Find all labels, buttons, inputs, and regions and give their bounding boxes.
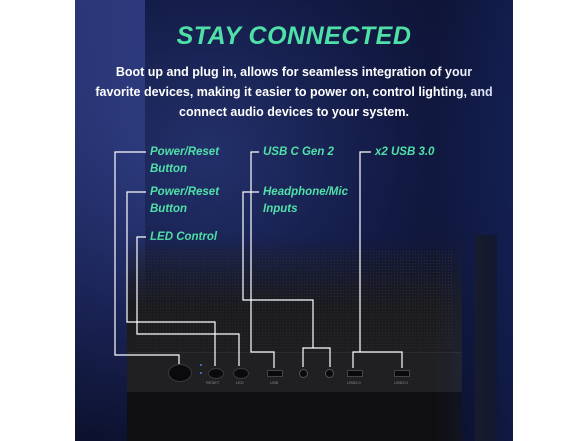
callout-line-power: [114, 151, 180, 364]
product-banner: STAY CONNECTED Boot up and plug in, allo…: [75, 0, 513, 441]
banner-description: Boot up and plug in, allows for seamless…: [95, 65, 493, 119]
usb3-port-a[interactable]: [347, 370, 363, 377]
callout-line-usb-c: [250, 151, 275, 368]
led-text: LED: [236, 380, 244, 385]
case-bottom: [127, 392, 462, 441]
usb3-text-b: USB3.0: [394, 380, 408, 385]
label-power-reset-2: Power/Reset Button: [150, 186, 220, 215]
label-usb3: x2 USB 3.0: [375, 146, 435, 158]
callout-line-audio: [242, 191, 331, 367]
power-button[interactable]: [168, 364, 192, 382]
callout-lines: [114, 151, 403, 368]
usb-c-port[interactable]: [267, 370, 283, 377]
reset-button[interactable]: [208, 368, 224, 379]
callout-line-usb3: [352, 151, 403, 368]
status-led-icon: [200, 372, 202, 374]
usb3-port-b[interactable]: [394, 370, 410, 377]
usb-text: USB: [270, 380, 279, 385]
label-headphone-mic: Headphone/Mic Inputs: [263, 186, 348, 215]
usb3-text-a: USB3.0: [347, 380, 361, 385]
led-button[interactable]: [233, 368, 249, 379]
label-usb-c: USB C Gen 2: [263, 146, 334, 158]
status-led-icon: [200, 364, 202, 366]
mic-jack[interactable]: [325, 369, 334, 378]
case-side-panel: [475, 235, 497, 441]
label-power-reset-1: Power/Reset Button: [150, 146, 220, 175]
headphone-jack[interactable]: [299, 369, 308, 378]
callout-line-led: [136, 236, 240, 366]
banner-title: STAY CONNECTED: [176, 22, 412, 50]
callout-line-reset: [126, 191, 216, 366]
reset-text: RESET: [206, 380, 220, 385]
